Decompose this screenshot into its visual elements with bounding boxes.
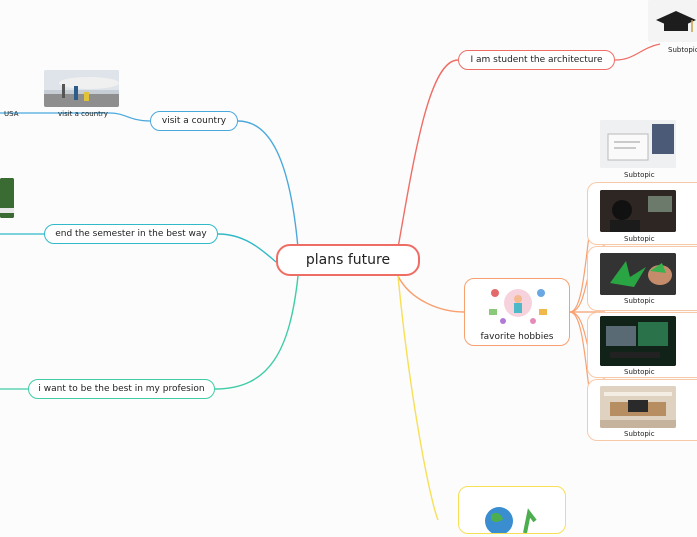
topic-semester-label: end the semester in the best way — [55, 229, 207, 239]
topic-visit-country[interactable]: visit a country — [150, 111, 238, 131]
topic-profession-label: i want to be the best in my profesion — [38, 384, 205, 394]
link-visit-country — [237, 120, 299, 249]
central-topic-label: plans future — [305, 252, 391, 268]
topic-visit-country-label: visit a country — [161, 116, 227, 126]
link-hobbies — [397, 275, 465, 313]
link-architecture-sub — [614, 43, 661, 61]
origami-photo — [600, 253, 676, 295]
topic-architecture-label: I am student the architecture — [470, 55, 603, 65]
semester-photo — [0, 178, 14, 218]
topic-profession[interactable]: i want to be the best in my profesion — [28, 379, 215, 399]
hobby-subtopic-label-5: Subtopic — [624, 430, 655, 438]
link-visit-country-child — [0, 112, 151, 122]
airplane-photo — [44, 70, 119, 107]
link-semester — [217, 233, 277, 263]
topic-globe[interactable] — [458, 486, 566, 535]
drafting-photo — [600, 190, 676, 232]
hobby-subtopic-label-3: Subtopic — [624, 297, 655, 305]
link-globe — [397, 275, 439, 520]
link-profession — [214, 275, 299, 390]
hobbies-illustration — [483, 283, 553, 327]
topic-hobbies[interactable]: favorite hobbies — [464, 278, 570, 346]
studio-photo — [600, 386, 676, 428]
hobby-subtopic-label-4: Subtopic — [624, 368, 655, 376]
architecture-subtopic-label: Subtopic — [668, 46, 697, 54]
globe-icon — [477, 499, 547, 535]
editing-photo — [600, 316, 676, 366]
tablet-photo — [600, 120, 676, 168]
graduation-cap-icon — [648, 0, 697, 42]
topic-hobbies-label: favorite hobbies — [480, 332, 554, 342]
link-architecture — [397, 59, 459, 249]
topic-architecture[interactable]: I am student the architecture — [458, 50, 615, 70]
usa-label[interactable]: USA — [4, 110, 19, 118]
visit-country-image-caption: visit a country — [58, 110, 108, 118]
central-topic[interactable]: plans future — [276, 244, 420, 276]
topic-semester[interactable]: end the semester in the best way — [44, 224, 218, 244]
hobby-subtopic-label-1: Subtopic — [624, 171, 655, 179]
hobby-subtopic-label-2: Subtopic — [624, 235, 655, 243]
